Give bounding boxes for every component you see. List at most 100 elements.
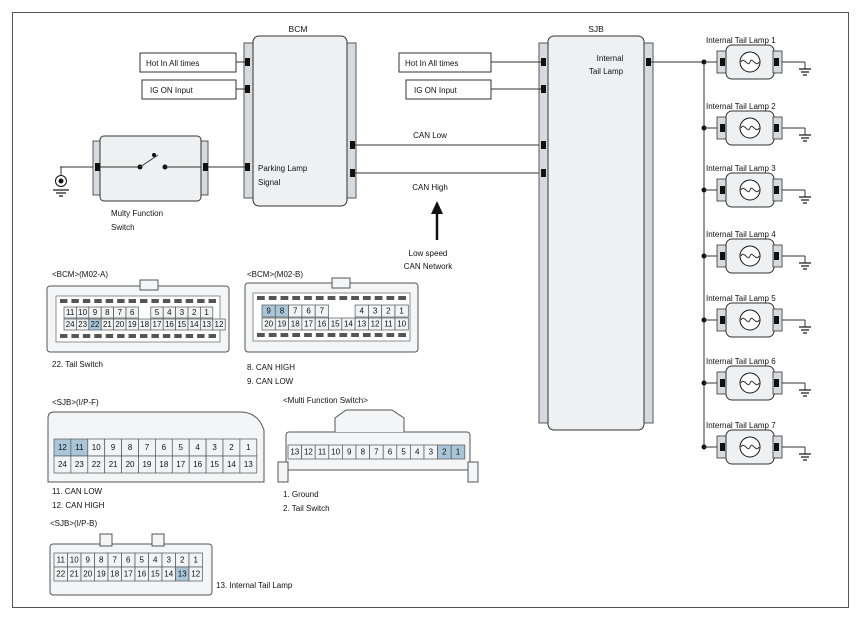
sjb-title: SJB <box>588 24 604 34</box>
ground-icon <box>53 167 69 197</box>
pin-number: 4 <box>415 448 420 457</box>
connector-pin: 18 <box>288 317 303 331</box>
pin-number: 7 <box>145 443 150 452</box>
pin-number: 8 <box>280 307 285 316</box>
internal-tail-lamp-7: Internal Tail Lamp 7 <box>701 421 811 465</box>
conn-sjb-ipf-note1: 11. CAN LOW <box>52 487 103 496</box>
connector-pin: 18 <box>138 318 152 331</box>
conn-bcm-b-note2: 9. CAN LOW <box>247 377 294 386</box>
pin-number: 16 <box>165 320 174 329</box>
connector-pin: 2 <box>437 444 452 460</box>
pin-number: 3 <box>167 556 172 565</box>
connector-pin: 7 <box>369 444 384 460</box>
pin-number: 3 <box>429 448 434 457</box>
pin-number: 13 <box>357 320 366 329</box>
lamp-bulb-icon <box>739 245 761 267</box>
pin-number: 6 <box>126 556 131 565</box>
connector-pin: 5 <box>396 444 411 460</box>
connector-pin: 16 <box>314 317 329 331</box>
conn-mfs-title: <Multi Function Switch> <box>283 396 368 405</box>
pin-number: 5 <box>179 443 184 452</box>
pin-number: 1 <box>204 308 209 317</box>
pin-number: 16 <box>193 460 202 469</box>
connector-pin: 21 <box>104 455 122 474</box>
connector-pin: 14 <box>161 566 176 582</box>
pin-number: 11 <box>75 443 84 452</box>
conn-sjb-ipb-title: <SJB>(I/P-B) <box>50 519 97 528</box>
pin-number: 2 <box>386 307 391 316</box>
connector-pin: 6 <box>155 438 173 457</box>
pin-number: 9 <box>93 308 98 317</box>
pin-number: 17 <box>176 460 185 469</box>
lamp-label: Internal Tail Lamp 1 <box>706 36 776 45</box>
connector-pin: 6 <box>301 304 316 318</box>
connector-pin: 5 <box>134 552 149 568</box>
pin-number: 4 <box>195 443 200 452</box>
connector-pin: 7 <box>113 306 127 319</box>
internal-tail-lamp-5: Internal Tail Lamp 5 <box>701 294 811 338</box>
connector-pin: 10 <box>328 444 343 460</box>
pin-number: 7 <box>118 308 123 317</box>
pin-number: 19 <box>128 320 137 329</box>
connector-pin: 18 <box>155 455 173 474</box>
connector-pin: 3 <box>423 444 438 460</box>
connector-pin: 5 <box>150 306 164 319</box>
bcm-title: BCM <box>289 24 308 34</box>
connector-pin: 9 <box>88 306 102 319</box>
connector-pin: 10 <box>76 306 90 319</box>
pin-number: 2 <box>180 556 185 565</box>
pin-number: 13 <box>244 460 253 469</box>
bcm-signal-label: Signal <box>258 178 280 187</box>
ground-icon <box>799 128 811 142</box>
pin-number: 12 <box>58 443 67 452</box>
connector-pin: 20 <box>121 455 139 474</box>
conn-sjb-ipb-note1: 13. Internal Tail Lamp <box>216 581 293 590</box>
pin-number: 20 <box>264 320 273 329</box>
connector-pin: 17 <box>150 318 164 331</box>
pin-number: 9 <box>111 443 116 452</box>
pin-number: 19 <box>142 460 151 469</box>
connector-pin: 23 <box>76 318 90 331</box>
connector-pin: 9 <box>261 304 276 318</box>
pin-number: 1 <box>456 448 461 457</box>
pin-number: 14 <box>164 570 173 579</box>
low-speed-label: Low speed <box>409 249 448 258</box>
pin-number: 2 <box>442 448 447 457</box>
connector-pin: 12 <box>212 318 226 331</box>
ground-icon <box>799 320 811 334</box>
pin-number: 17 <box>124 570 133 579</box>
sjb-internal-label: Internal <box>597 54 624 63</box>
connector-pin: 1 <box>188 552 203 568</box>
connector-pin: 13 <box>175 566 190 582</box>
conn-bcm-a-note1: 22. Tail Switch <box>52 360 103 369</box>
pin-number: 6 <box>306 307 311 316</box>
connector-pin: 3 <box>161 552 176 568</box>
pin-number: 22 <box>91 320 100 329</box>
pin-number: 22 <box>92 460 101 469</box>
pin-number: 20 <box>83 570 92 579</box>
pin-number: 19 <box>277 320 286 329</box>
connector-pin: 12 <box>53 438 72 457</box>
connector-pin: 2 <box>222 438 241 457</box>
internal-tail-lamp-2: Internal Tail Lamp 2 <box>701 102 811 146</box>
connector-pin: 15 <box>328 317 343 331</box>
pin-number: 12 <box>371 320 380 329</box>
lamp-bulb-icon <box>739 51 761 73</box>
pin-number: 8 <box>105 308 110 317</box>
can-high-label: CAN High <box>412 183 448 192</box>
pin-number: 10 <box>331 448 340 457</box>
connector-pin: 21 <box>67 566 82 582</box>
connector-pin: 8 <box>355 444 370 460</box>
pin-number: 19 <box>97 570 106 579</box>
lamp-bulb-icon <box>739 179 761 201</box>
pin-number: 7 <box>374 448 379 457</box>
pin-number: 1 <box>399 307 404 316</box>
pin-number: 2 <box>229 443 234 452</box>
connector-pin: 13 <box>239 455 258 474</box>
conn-mfs-note2: 2. Tail Switch <box>283 504 330 513</box>
conn-sjb-ipf-title: <SJB>(I/P-F) <box>52 398 99 407</box>
connector-pin: 3 <box>205 438 224 457</box>
